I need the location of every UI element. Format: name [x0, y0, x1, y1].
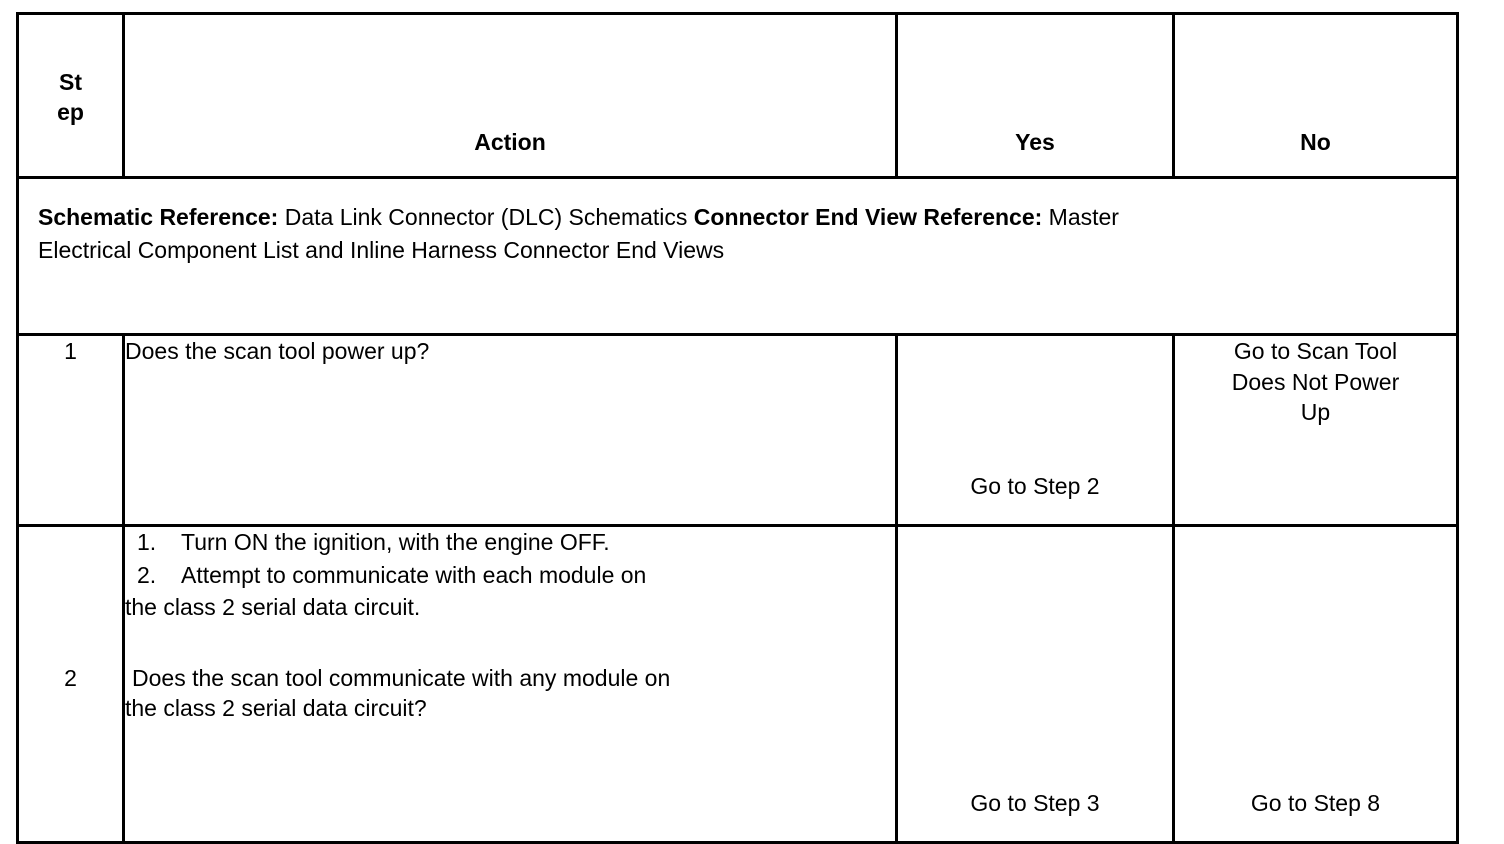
action-continuation-line: the class 2 serial data circuit. — [125, 594, 421, 621]
no-text-1-line2: Does Not Power — [1231, 368, 1400, 395]
list-item-number-2: 2. — [137, 561, 157, 588]
action-cell-2: 1. Turn ON the ignition, with the engine… — [122, 524, 898, 844]
table-row: 2 1. Turn ON the ignition, with the engi… — [16, 524, 1459, 844]
no-text-1-line1: Go to Scan Tool — [1233, 338, 1398, 364]
step-number-1: 1 — [64, 338, 77, 364]
header-cell-yes: Yes — [895, 12, 1175, 179]
schematic-reference-text: Schematic Reference: Data Link Connector… — [38, 201, 1436, 266]
action-cell-1: Does the scan tool power up? — [122, 333, 898, 527]
schematic-reference-row: Schematic Reference: Data Link Connector… — [16, 176, 1459, 336]
action-numbered-list: 1. Turn ON the ignition, with the engine… — [125, 527, 895, 590]
schematic-text-1: Data Link Connector (DLC) Schematics — [278, 204, 694, 230]
list-item: 2. Attempt to communicate with each modu… — [125, 560, 895, 591]
header-cell-step: St ep — [16, 12, 125, 179]
action-question-line2: the class 2 serial data circuit? — [125, 695, 427, 722]
schematic-text-2: Master — [1042, 204, 1119, 230]
yes-cell-1: Go to Step 2 — [895, 333, 1175, 527]
list-item: 1. Turn ON the ignition, with the engine… — [125, 527, 895, 558]
list-item-text-1: Turn ON the ignition, with the engine OF… — [181, 529, 610, 555]
action-question-line1: Does the scan tool communicate with any … — [132, 664, 671, 691]
schematic-reference-cell: Schematic Reference: Data Link Connector… — [16, 176, 1459, 336]
yes-text-2: Go to Step 3 — [970, 790, 1100, 817]
list-item-number-1: 1. — [137, 529, 157, 555]
step-number-cell-2: 2 — [16, 524, 125, 844]
schematic-line-2: Electrical Component List and Inline Har… — [38, 236, 725, 263]
header-cell-no: No — [1172, 12, 1459, 179]
no-cell-2: Go to Step 8 — [1172, 524, 1459, 844]
no-text-2: Go to Step 8 — [1250, 790, 1381, 817]
list-item-text-2: Attempt to communicate with each module … — [181, 561, 647, 588]
schematic-line-1: Schematic Reference: Data Link Connector… — [38, 201, 1436, 234]
header-step-line1: St — [59, 69, 82, 96]
header-step-line2: ep — [57, 98, 84, 125]
step-number-2: 2 — [64, 664, 77, 691]
header-cell-action: Action — [122, 12, 898, 179]
header-no-label: No — [1300, 129, 1331, 156]
action-blank-line — [125, 623, 895, 663]
no-cell-1: Go to Scan Tool Does Not Power Up — [1172, 333, 1459, 527]
header-action-label: Action — [474, 129, 546, 156]
step-number-cell-1: 1 — [16, 333, 125, 527]
yes-cell-2: Go to Step 3 — [895, 524, 1175, 844]
header-yes-label: Yes — [1015, 129, 1055, 156]
document-page: St ep Action Yes No Schematic — [16, 12, 1459, 844]
table-row: 1 Does the scan tool power up? Go to Ste… — [16, 333, 1459, 527]
action-text-1: Does the scan tool power up? — [125, 338, 430, 364]
schematic-label-1: Schematic Reference: — [38, 204, 279, 230]
schematic-label-2: Connector End View Reference: — [693, 204, 1043, 230]
table-header-row: St ep Action Yes No — [16, 12, 1459, 179]
diagnostic-table: St ep Action Yes No Schematic — [16, 12, 1459, 844]
yes-text-1: Go to Step 2 — [970, 473, 1100, 500]
no-text-1-line3: Up — [1300, 399, 1331, 426]
